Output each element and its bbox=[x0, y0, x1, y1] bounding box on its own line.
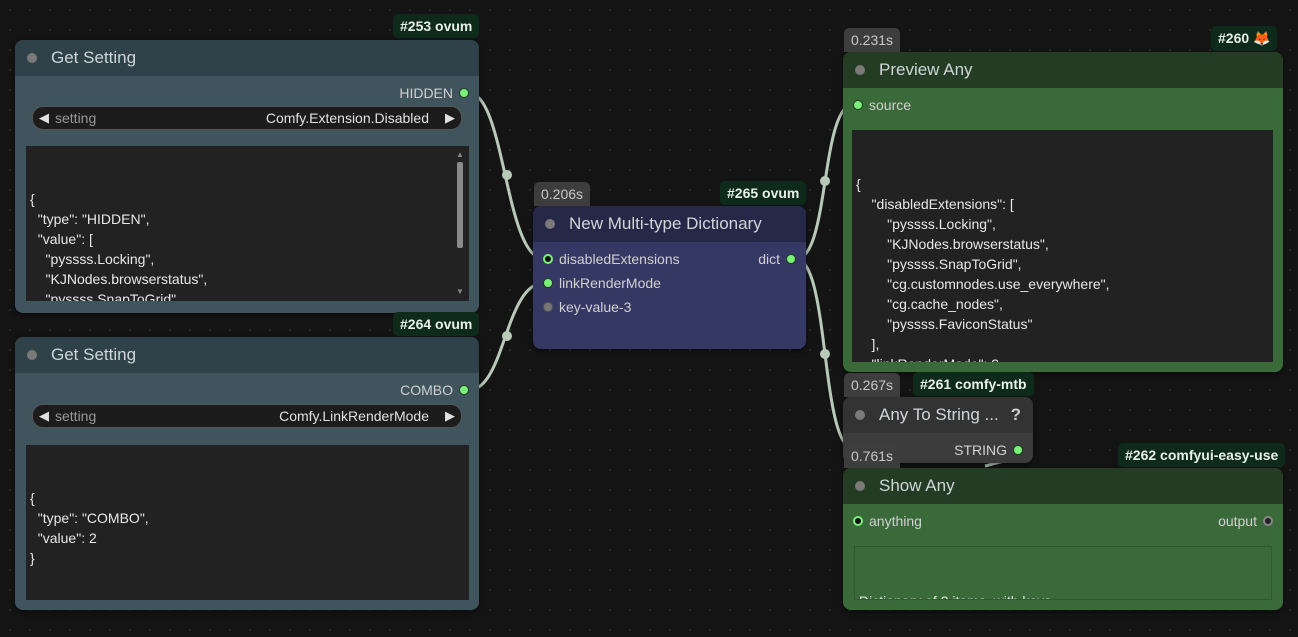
output-socket[interactable] bbox=[459, 385, 469, 395]
scroll-down-icon[interactable]: ▼ bbox=[456, 287, 464, 296]
textarea-content: Dictionary of 2 items, with keys dict_ke… bbox=[859, 591, 1267, 599]
input-slot-link-render-mode[interactable]: linkRenderMode bbox=[543, 275, 661, 291]
show-any-node[interactable]: Show Any anything output Dictionary of 2… bbox=[843, 468, 1283, 610]
collapse-dot-icon[interactable] bbox=[855, 410, 865, 420]
textarea-content: { "type": "HIDDEN", "value": [ "pyssss.L… bbox=[30, 191, 208, 301]
node-title-bar[interactable]: Get Setting bbox=[15, 337, 479, 373]
node-badge: #260 🦊 bbox=[1211, 26, 1278, 51]
execution-time: 0.206s bbox=[534, 182, 591, 206]
input-socket[interactable] bbox=[853, 100, 863, 110]
node-title-bar[interactable]: Show Any bbox=[843, 468, 1283, 504]
combo-right-arrow-icon[interactable]: ▶ bbox=[445, 110, 455, 125]
input-label: linkRenderMode bbox=[559, 275, 661, 291]
input-label: disabledExtensions bbox=[559, 251, 680, 267]
output-label: output bbox=[1218, 513, 1257, 529]
combo-label: setting bbox=[55, 110, 97, 126]
input-socket[interactable] bbox=[543, 302, 553, 312]
setting-combo[interactable]: ◀ setting Comfy.LinkRenderMode ▶ bbox=[32, 404, 462, 428]
output-socket[interactable] bbox=[786, 254, 796, 264]
node-badge: #261 comfy-mtb bbox=[913, 372, 1034, 396]
output-socket[interactable] bbox=[1013, 445, 1023, 455]
combo-right-arrow-icon[interactable]: ▶ bbox=[445, 408, 455, 423]
node-title: Get Setting bbox=[51, 48, 137, 67]
help-icon[interactable]: ? bbox=[1010, 405, 1021, 424]
input-slot-source[interactable]: source bbox=[853, 97, 911, 113]
output-slot-dict[interactable]: dict bbox=[758, 251, 796, 267]
setting-value-textarea[interactable]: { "type": "HIDDEN", "value": [ "pyssss.L… bbox=[26, 146, 469, 301]
scroll-up-icon[interactable]: ▲ bbox=[456, 150, 464, 159]
get-setting-node-hidden[interactable]: Get Setting HIDDEN ◀ setting Comfy.Exten… bbox=[15, 40, 479, 313]
execution-time: 0.231s bbox=[844, 28, 901, 52]
node-badge: #265 ovum bbox=[720, 181, 807, 205]
preview-textarea[interactable]: { "disabledExtensions": [ "pyssss.Lockin… bbox=[852, 130, 1273, 362]
multi-type-dictionary-node[interactable]: New Multi-type Dictionary disabledExtens… bbox=[533, 206, 806, 349]
output-label: STRING bbox=[954, 442, 1007, 458]
collapse-dot-icon[interactable] bbox=[545, 219, 555, 229]
setting-combo[interactable]: ◀ setting Comfy.Extension.Disabled ▶ bbox=[32, 106, 462, 130]
output-slot-string[interactable]: STRING bbox=[954, 442, 1023, 458]
output-socket[interactable] bbox=[459, 88, 469, 98]
node-title-bar[interactable]: Get Setting bbox=[15, 40, 479, 76]
collapse-dot-icon[interactable] bbox=[27, 350, 37, 360]
combo-label: setting bbox=[55, 408, 97, 424]
node-title: New Multi-type Dictionary bbox=[569, 214, 762, 233]
input-slot-key-value-3[interactable]: key-value-3 bbox=[543, 299, 631, 315]
combo-left-arrow-icon[interactable]: ◀ bbox=[39, 110, 49, 125]
node-title: Show Any bbox=[879, 476, 955, 495]
combo-value: Comfy.Extension.Disabled bbox=[265, 110, 429, 126]
node-title: Preview Any bbox=[879, 60, 973, 79]
collapse-dot-icon[interactable] bbox=[855, 481, 865, 491]
link-midpoint bbox=[820, 349, 830, 359]
show-textarea[interactable]: Dictionary of 2 items, with keys dict_ke… bbox=[854, 546, 1272, 600]
node-title: Any To String ... bbox=[879, 405, 999, 424]
combo-value: Comfy.LinkRenderMode bbox=[279, 408, 429, 424]
setting-value-textarea[interactable]: { "type": "COMBO", "value": 2 } bbox=[26, 445, 469, 600]
get-setting-node-combo[interactable]: Get Setting COMBO ◀ setting Comfy.LinkRe… bbox=[15, 337, 479, 610]
combo-left-arrow-icon[interactable]: ◀ bbox=[39, 408, 49, 423]
collapse-dot-icon[interactable] bbox=[855, 65, 865, 75]
output-socket[interactable] bbox=[1263, 516, 1273, 526]
input-label: anything bbox=[869, 513, 922, 529]
execution-time: 0.761s bbox=[844, 444, 901, 468]
input-socket[interactable] bbox=[543, 278, 553, 288]
scroll-thumb[interactable] bbox=[457, 162, 463, 248]
node-title-bar[interactable]: New Multi-type Dictionary bbox=[533, 206, 806, 242]
textarea-content: { "disabledExtensions": [ "pyssss.Lockin… bbox=[856, 176, 1110, 362]
textarea-content: { "type": "COMBO", "value": 2 } bbox=[30, 490, 149, 566]
output-label: dict bbox=[758, 251, 780, 267]
input-socket[interactable] bbox=[543, 254, 553, 264]
output-label: HIDDEN bbox=[399, 85, 453, 101]
textarea-scrollbar[interactable]: ▲ ▼ bbox=[455, 150, 465, 297]
input-socket[interactable] bbox=[853, 516, 863, 526]
node-badge: #264 ovum bbox=[393, 312, 480, 336]
node-title: Get Setting bbox=[51, 345, 137, 364]
node-badge: #262 comfyui-easy-use bbox=[1118, 443, 1286, 467]
link-midpoint bbox=[820, 176, 830, 186]
node-badge: #253 ovum bbox=[393, 14, 480, 38]
output-slot-hidden[interactable]: HIDDEN bbox=[399, 85, 469, 101]
input-slot-disabled-extensions[interactable]: disabledExtensions bbox=[543, 251, 680, 267]
link-midpoint bbox=[502, 331, 512, 341]
link-midpoint bbox=[502, 170, 512, 180]
execution-time: 0.267s bbox=[844, 373, 901, 397]
input-slot-anything[interactable]: anything bbox=[853, 513, 922, 529]
collapse-dot-icon[interactable] bbox=[27, 53, 37, 63]
input-label: source bbox=[869, 97, 912, 113]
output-slot-combo[interactable]: COMBO bbox=[400, 382, 469, 398]
output-slot-output[interactable]: output bbox=[1218, 513, 1273, 529]
input-label: key-value-3 bbox=[559, 299, 632, 315]
output-label: COMBO bbox=[400, 382, 453, 398]
node-title-bar[interactable]: Preview Any bbox=[843, 52, 1283, 88]
preview-any-node[interactable]: Preview Any source { "disabledExtensions… bbox=[843, 52, 1283, 372]
node-title-bar[interactable]: Any To String ... ? bbox=[843, 397, 1033, 433]
